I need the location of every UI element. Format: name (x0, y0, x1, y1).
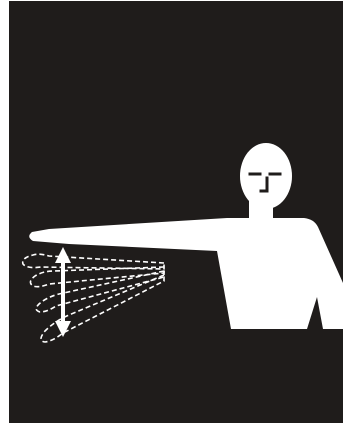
arm-motion-signal-icon (9, 1, 343, 423)
motion-trail-icon (23, 254, 164, 342)
torso-arm-icon (29, 218, 343, 329)
head-icon (240, 143, 292, 209)
illustration-panel (9, 1, 343, 423)
